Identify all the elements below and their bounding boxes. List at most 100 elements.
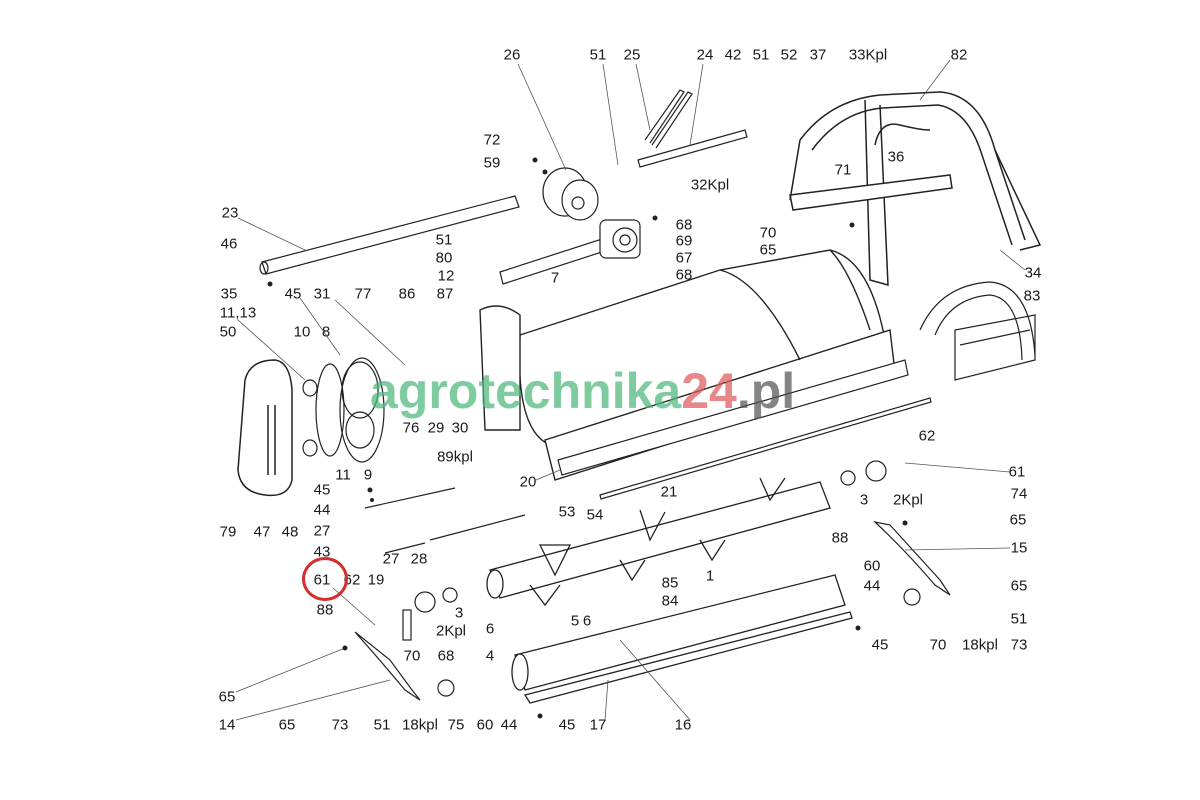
part-label: 32Kpl bbox=[690, 176, 730, 194]
part-label: 88 bbox=[831, 529, 849, 547]
part-label: 51 bbox=[589, 46, 607, 64]
part-label: 73 bbox=[331, 716, 349, 734]
part-label: 10 bbox=[293, 323, 311, 341]
part-label: 74 bbox=[1010, 485, 1028, 503]
part-label: 44 bbox=[863, 577, 881, 595]
rod-parts bbox=[637, 89, 748, 168]
part-label: 70 bbox=[759, 224, 777, 242]
part-label: 68 bbox=[675, 216, 693, 234]
part-label: 47 bbox=[253, 523, 271, 541]
part-label: 44 bbox=[500, 716, 518, 734]
part-label: 2Kpl bbox=[892, 491, 924, 509]
part-label: 71 bbox=[834, 161, 852, 179]
part-label: 30 bbox=[451, 419, 469, 437]
part-label: 52 bbox=[780, 46, 798, 64]
watermark: agrotechnika24.pl bbox=[370, 366, 795, 416]
part-label: 83 bbox=[1023, 287, 1041, 305]
part-label: 2Kpl bbox=[435, 622, 467, 640]
roller-part bbox=[511, 574, 853, 704]
gearbox-part bbox=[499, 219, 641, 285]
watermark-number: 24 bbox=[681, 363, 737, 419]
part-label: 14 bbox=[218, 716, 236, 734]
part-label: 29 bbox=[427, 419, 445, 437]
highlight-circle bbox=[302, 557, 348, 601]
part-label: 23 bbox=[221, 204, 239, 222]
part-label: 65 bbox=[1009, 511, 1027, 529]
part-label: 84 bbox=[661, 592, 679, 610]
part-label: 7 bbox=[550, 269, 560, 287]
part-label: 51 bbox=[373, 716, 391, 734]
part-label: 19 bbox=[367, 571, 385, 589]
watermark-domain: .pl bbox=[736, 363, 796, 419]
part-label: 18kpl bbox=[402, 716, 438, 734]
watermark-text: agrotechnika bbox=[370, 363, 682, 419]
part-label: 15 bbox=[1010, 539, 1028, 557]
pulley-part bbox=[542, 167, 599, 221]
part-label: 35 bbox=[220, 285, 238, 303]
part-label: 6 bbox=[485, 620, 495, 638]
part-label: 26 bbox=[503, 46, 521, 64]
part-label: 59 bbox=[483, 154, 501, 172]
part-label: 75 bbox=[447, 716, 465, 734]
skid-strip-parts bbox=[557, 359, 932, 500]
side-plate-parts bbox=[354, 460, 951, 701]
part-label: 11,13 bbox=[219, 304, 257, 322]
part-label: 70 bbox=[403, 647, 421, 665]
part-label: 73 bbox=[1010, 636, 1028, 654]
part-label: 12 bbox=[437, 267, 455, 285]
part-label: 34 bbox=[1024, 264, 1042, 282]
part-label: 45 bbox=[284, 285, 302, 303]
part-label: 45 bbox=[313, 481, 331, 499]
part-label: 82 bbox=[950, 46, 968, 64]
part-label: 28 bbox=[410, 550, 428, 568]
part-label: 72 bbox=[483, 131, 501, 149]
part-label: 62 bbox=[918, 427, 936, 445]
part-label: 68 bbox=[675, 266, 693, 284]
part-label: 65 bbox=[218, 688, 236, 706]
part-label: 67 bbox=[675, 249, 693, 267]
part-label: 44 bbox=[313, 501, 331, 519]
part-label: 18kpl bbox=[962, 636, 998, 654]
part-label: 3 bbox=[454, 604, 464, 622]
part-label: 85 bbox=[661, 574, 679, 592]
part-label: 79 bbox=[219, 523, 237, 541]
part-label: 45 bbox=[558, 716, 576, 734]
part-label: 51 bbox=[435, 231, 453, 249]
part-label: 54 bbox=[586, 506, 604, 524]
part-label: 45 bbox=[871, 636, 889, 654]
belt-cover-part bbox=[237, 359, 293, 497]
part-label: 65 bbox=[759, 241, 777, 259]
part-label: 5 bbox=[570, 612, 580, 630]
part-label: 1 bbox=[705, 567, 715, 585]
part-label: 36 bbox=[887, 148, 905, 166]
part-label: 60 bbox=[476, 716, 494, 734]
part-label: 88 bbox=[316, 601, 334, 619]
rotor-part bbox=[486, 477, 831, 607]
part-label: 61 bbox=[1008, 463, 1026, 481]
part-label: 80 bbox=[435, 249, 453, 267]
part-label: 65 bbox=[278, 716, 296, 734]
part-label: 46 bbox=[220, 235, 238, 253]
part-label: 37 bbox=[809, 46, 827, 64]
part-label: 77 bbox=[354, 285, 372, 303]
part-label: 21 bbox=[660, 483, 678, 501]
part-label: 53 bbox=[558, 503, 576, 521]
hitch-frame-part bbox=[789, 91, 1042, 286]
part-label: 4 bbox=[485, 647, 495, 665]
drive-shaft-part bbox=[259, 195, 520, 275]
part-label: 51 bbox=[1010, 610, 1028, 628]
part-label: 24 bbox=[696, 46, 714, 64]
part-label: 16 bbox=[674, 716, 692, 734]
part-label: 68 bbox=[437, 647, 455, 665]
part-label: 42 bbox=[724, 46, 742, 64]
part-label: 3 bbox=[859, 491, 869, 509]
part-label: 25 bbox=[623, 46, 641, 64]
part-label: 76 bbox=[402, 419, 420, 437]
part-label: 31 bbox=[313, 285, 331, 303]
part-label: 87 bbox=[436, 285, 454, 303]
fastener-dots bbox=[267, 157, 908, 719]
knife-bar-parts bbox=[364, 487, 526, 554]
part-label: 33Kpl bbox=[848, 46, 888, 64]
